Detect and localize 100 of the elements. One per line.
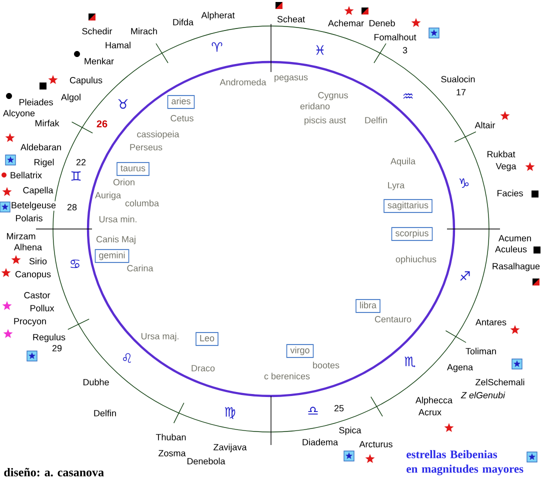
star-name: Acumen (498, 235, 531, 242)
star-name: Bellatrix (10, 172, 42, 178)
name-box: libra (356, 299, 380, 313)
name-box: aries (167, 95, 195, 109)
star-name: Algol (61, 94, 80, 102)
number-label: 26 (96, 120, 108, 128)
star-name: Hamal (106, 42, 130, 48)
star-name: Regulus (33, 334, 66, 342)
constellation-name: c berenices (264, 372, 310, 380)
star-name: Difda (173, 18, 194, 26)
zodiac-sign: ♌ (123, 353, 131, 363)
star-name: Vega (496, 163, 516, 172)
constellation-name: Auriga (95, 192, 121, 200)
constellation-name: ophiuchus (396, 256, 436, 264)
star-name: Rigel (34, 158, 54, 168)
constellation-name: bootes (313, 362, 340, 368)
zodiac-sign: ♉ (118, 99, 128, 109)
zodiac-sign: ♋ (70, 260, 80, 268)
constellation-name: eridano (300, 102, 330, 110)
star-name: Procyon (14, 318, 46, 326)
zodiac-sign: ♎ (308, 406, 318, 415)
star-name: Scheat (277, 16, 305, 22)
number-label: 25 (334, 405, 344, 412)
star-name: Acrux (418, 409, 442, 416)
star-name: Spica (339, 426, 362, 436)
star-name: Aculeus (495, 246, 527, 252)
star-name: Fomalhout (374, 34, 416, 40)
star-name: Castor (24, 292, 50, 298)
legend-text: estrellas Beibenias en magnitudes mayores (406, 450, 524, 476)
number-label: 17 (456, 89, 466, 96)
constellation-name: cassiopeia (137, 130, 180, 140)
star-name: Polaris (16, 214, 42, 222)
name-box: taurus (116, 162, 150, 176)
star-name: Betelgeuse (10, 201, 57, 211)
star-name: Facies (497, 190, 523, 196)
constellation-name: Cygnus (318, 92, 348, 100)
zodiac-sign: ♑ (459, 178, 469, 188)
constellation-name: Lyra (388, 182, 405, 190)
star-name: Pleiades (19, 98, 53, 106)
star-name: Arcturus (359, 441, 392, 448)
constellation-name: columba (125, 200, 159, 206)
constellation-name: Draco (192, 365, 215, 372)
star-name: Z elGenubi (460, 392, 506, 398)
star-name: Thuban (156, 434, 186, 440)
star-name: Alhena (14, 244, 42, 250)
star-name: Antares (476, 319, 506, 326)
star-name: Rukbat (487, 150, 516, 158)
star-name: Mirzam (7, 232, 36, 240)
star-name: Alcyone (3, 110, 35, 118)
star-name: Deneb (369, 20, 395, 26)
constellation-name: Carina (127, 264, 154, 272)
star-name: Sualocin (441, 76, 475, 82)
star-name: Capella (23, 186, 54, 196)
star-name: Alphecca (416, 396, 452, 406)
star-name: Capulus (70, 76, 102, 86)
star-name: Mirfak (36, 120, 60, 126)
zodiac-sign: ♒ (403, 93, 413, 99)
constellation-name: Perseus (130, 144, 162, 150)
constellation-name: Ursa maj. (141, 332, 178, 342)
star-name: Delfin (94, 410, 116, 416)
star-name: Pollux (30, 304, 54, 312)
number-label: 22 (76, 159, 86, 166)
star-name: Dubhe (83, 378, 109, 386)
zodiac-sign: ♐ (460, 271, 470, 281)
star-name: Schedir (82, 28, 112, 34)
star-name: Toliman (466, 348, 496, 354)
constellation-name: pegasus (274, 75, 308, 82)
number-label: 28 (67, 204, 77, 210)
name-box: Leo (196, 332, 218, 346)
star-name: Agena (447, 364, 473, 372)
star-name: Aldebaran (20, 144, 61, 150)
star-name: Menkar (84, 58, 114, 64)
zodiac-sign: ♊ (71, 171, 81, 181)
constellation-name: piscis aust (304, 116, 346, 126)
zodiac-sign: ♏ (404, 356, 416, 368)
constellation-name: Aquila (390, 158, 416, 166)
credit-text: diseño: a. casanova (4, 468, 104, 476)
star-name: Denebola (187, 458, 226, 464)
name-box: sagittarius (384, 199, 432, 213)
star-name: Mirach (131, 28, 157, 34)
star-name: Alpherat (201, 12, 235, 20)
constellation-name: Centauro (374, 316, 412, 322)
number-label: 3 (402, 47, 408, 54)
star-name: Achemar (328, 20, 364, 26)
star-name: Altair (474, 122, 496, 128)
constellation-name: Andromeda (220, 78, 266, 86)
star-name: Zavijava (214, 444, 247, 452)
star-name: Zosma (158, 450, 186, 456)
zodiac-sign: ♓ (316, 45, 324, 55)
constellation-name: Ursa min. (99, 216, 136, 222)
constellation-name: Delfin (365, 116, 387, 124)
star-name: Diadema (302, 438, 338, 446)
name-box: gemini (94, 249, 130, 263)
star-name: Sirio (29, 258, 47, 264)
name-box: scorpius (391, 227, 433, 241)
zodiac-sign: ♍ (224, 407, 236, 419)
name-box: virgo (286, 344, 314, 358)
star-name: Rasalhague (492, 262, 540, 272)
zodiac-sign: ♈ (212, 42, 222, 52)
star-name: ZelSchemali (476, 378, 524, 386)
